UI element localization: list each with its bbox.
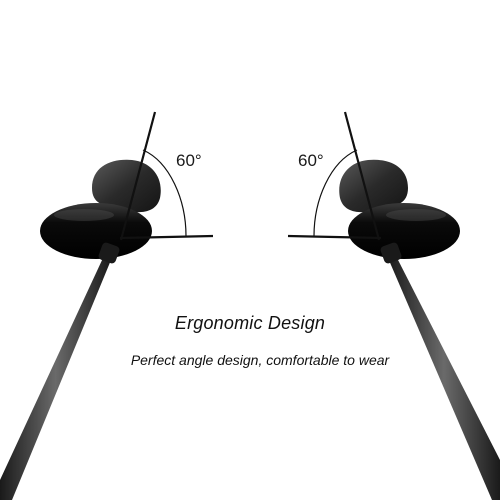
right-angle-label: 60° <box>298 151 324 170</box>
left-ear-tip <box>92 159 161 213</box>
left-cable <box>0 258 111 500</box>
left-angle-arc <box>142 149 187 237</box>
headline: Ergonomic Design <box>174 313 326 333</box>
right-earbud-body <box>348 203 460 259</box>
subheadline: Perfect angle design, comfortable to wea… <box>130 352 390 368</box>
right-guide-line-horizontal <box>287 234 382 240</box>
left-earbud-body <box>40 203 152 259</box>
left-angle-label: 60° <box>176 151 202 170</box>
left-guide-line-horizontal <box>119 234 214 240</box>
left-earbud <box>0 111 214 500</box>
right-ear-tip <box>339 159 408 213</box>
right-earbud <box>287 111 500 500</box>
right-cable <box>388 256 500 500</box>
right-guide-line-vertical <box>343 111 381 241</box>
left-guide-line-vertical <box>119 111 157 241</box>
right-angle-arc <box>313 149 358 237</box>
